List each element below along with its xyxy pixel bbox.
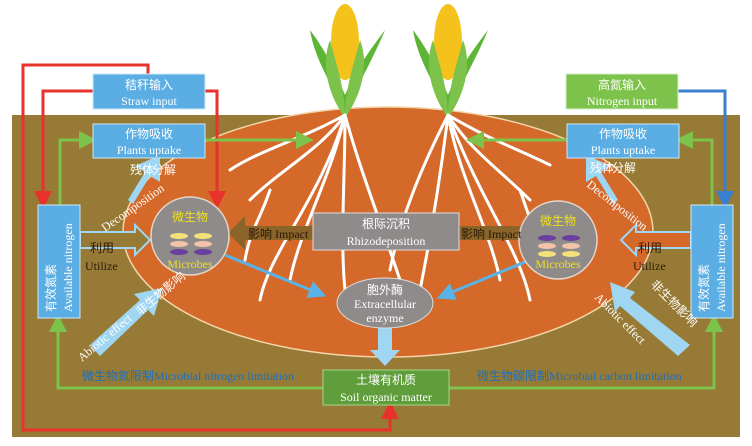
impact-left-label: 影响 Impact xyxy=(248,226,309,241)
utilize-left-zh: 利用 xyxy=(90,241,114,255)
plants-uptake-right-zh: 作物吸收 xyxy=(599,127,647,141)
straw-input-box xyxy=(92,73,206,110)
plants-uptake-left-en: Plants uptake xyxy=(117,143,181,157)
abiotic-arrow-left xyxy=(90,288,162,356)
enzyme-flow-lines xyxy=(224,253,526,300)
plants-uptake-left-box xyxy=(92,123,206,159)
rhizodeposition-box xyxy=(312,212,460,251)
plants-uptake-right-box xyxy=(566,123,680,159)
decomposition-arrow-right xyxy=(586,155,618,204)
decomposition-right-zh1: 残体 xyxy=(590,161,614,175)
utilize-right-en: Utilize xyxy=(633,259,666,273)
soil-organic-matter-box xyxy=(322,369,450,406)
impact-arrow-right xyxy=(459,216,544,250)
impact-right-label: 影响 Impact xyxy=(461,226,522,241)
available-nitrogen-right-en: Available nitrogen xyxy=(714,223,728,312)
available-nitrogen-left-zh: 有效氮素 xyxy=(43,264,58,312)
decomposition-left-zh1: 残体 xyxy=(130,163,154,177)
rhizodeposition-zh: 根际沉积 xyxy=(362,217,410,231)
plants-uptake-right-en: Plants uptake xyxy=(591,143,655,157)
carbon-limitation-label: 微生物碳限制Microbial carbon limitation xyxy=(477,369,682,383)
enzyme-zh: 胞外酶 xyxy=(367,282,403,297)
microbes-right-en: Microbes xyxy=(535,257,581,271)
microbes-left-zh: 微生物 xyxy=(172,210,208,224)
enzyme-to-som-arrow xyxy=(370,328,400,366)
straw-input-zh: 秸秆输入 xyxy=(125,77,173,92)
uptake-flow-lines xyxy=(49,131,723,390)
available-nitrogen-left-box xyxy=(37,204,81,319)
microbes-right: 微生物 Microbes xyxy=(518,200,598,280)
som-en: Soil organic matter xyxy=(340,390,432,404)
corn-plant-icon xyxy=(310,4,385,118)
rhizodeposition-en: Rhizodeposition xyxy=(347,234,426,248)
utilize-left-en: Utilize xyxy=(85,259,118,273)
enzyme-en2: enzyme xyxy=(366,311,403,325)
decomposition-right-zh2: 分解 xyxy=(612,161,636,175)
bacteria-icon xyxy=(538,235,580,257)
nitrogen-flow-line xyxy=(678,89,734,209)
decomposition-left-zh2: 分解 xyxy=(152,163,176,177)
available-nitrogen-left-en: Available nitrogen xyxy=(61,223,75,312)
available-nitrogen-right-box xyxy=(690,204,734,319)
corn-plant-icon xyxy=(413,4,488,118)
abiotic-arrow-right xyxy=(610,282,690,356)
enzyme-en1: Extracellular xyxy=(354,297,416,311)
nitrogen-input-en: Nitrogen input xyxy=(587,94,658,108)
microbes-left-en: Microbes xyxy=(167,257,213,271)
som-zh: 土壤有机质 xyxy=(356,372,416,387)
microbes-right-zh: 微生物 xyxy=(540,214,576,228)
impact-arrow-left xyxy=(228,216,313,250)
straw-flow-lines xyxy=(21,63,399,432)
straw-input-en: Straw input xyxy=(121,94,177,108)
bacteria-icon xyxy=(170,233,212,255)
extracellular-enzyme-ellipse xyxy=(336,277,434,329)
nitrogen-limitation-label: 微生物氮限制Microbial nitrogen limitation xyxy=(82,368,294,383)
available-nitrogen-right-zh: 有效氮素 xyxy=(696,264,711,312)
nitrogen-input-zh: 高氮输入 xyxy=(598,77,646,92)
microbes-left: 微生物 Microbes xyxy=(150,196,230,276)
decomposition-arrow-left xyxy=(128,155,160,204)
utilize-arrow-left xyxy=(79,222,152,258)
utilize-arrow-right xyxy=(619,222,692,258)
plants-uptake-left-zh: 作物吸收 xyxy=(125,127,173,141)
utilize-right-zh: 利用 xyxy=(638,241,662,255)
nitrogen-input-box xyxy=(565,73,679,110)
